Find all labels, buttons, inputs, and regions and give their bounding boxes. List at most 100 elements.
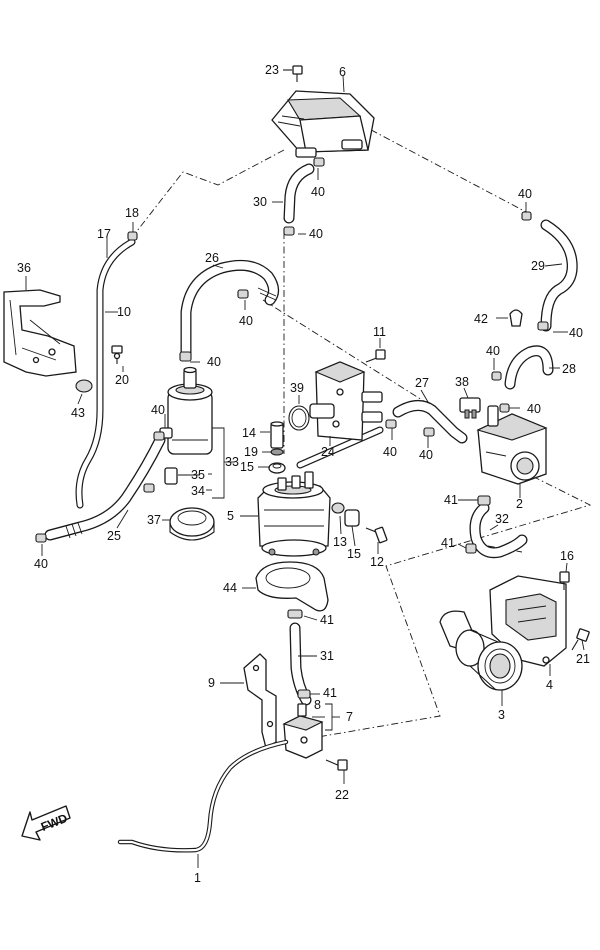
callout-40: 40 [207, 355, 221, 369]
screw-11 [365, 349, 386, 363]
callout-1: 1 [194, 871, 201, 885]
screw-12 [365, 526, 388, 544]
callout-40: 40 [527, 402, 541, 416]
callout-3: 3 [498, 708, 505, 722]
hose-25 [44, 434, 166, 541]
callout-13: 13 [333, 535, 347, 549]
callout-40: 40 [239, 314, 253, 328]
callout-9: 9 [208, 676, 215, 690]
clip-42 [509, 309, 523, 327]
callout-17: 17 [97, 227, 111, 241]
callout-24: 24 [321, 445, 335, 459]
callout-40: 40 [34, 557, 48, 571]
callout-36: 36 [17, 261, 31, 275]
callout-12: 12 [370, 555, 384, 569]
callout-40: 40 [383, 445, 397, 459]
callout-29: 29 [531, 259, 545, 273]
callout-42: 42 [474, 312, 488, 326]
callout-41: 41 [323, 686, 337, 700]
callout-43: 43 [71, 406, 85, 420]
callout-40: 40 [518, 187, 532, 201]
hose-32 [469, 502, 528, 559]
filter-bracket-37 [169, 507, 215, 541]
callout-5: 5 [227, 509, 234, 523]
callout-27: 27 [415, 376, 429, 390]
callout-37: 37 [147, 513, 161, 527]
callout-31: 31 [320, 649, 334, 663]
fuel-pipe-from-pump [296, 426, 384, 469]
callout-44: 44 [223, 581, 237, 595]
hose-30 [283, 163, 315, 224]
callout-38: 38 [455, 375, 469, 389]
callout-18: 18 [125, 206, 139, 220]
callout-19: 19 [244, 445, 258, 459]
callout-32: 32 [495, 512, 509, 526]
callout-40: 40 [419, 448, 433, 462]
callout-41: 41 [441, 536, 455, 550]
callout-23: 23 [265, 63, 279, 77]
pressure-regulator-2 [476, 405, 548, 485]
screw-16-21 [559, 571, 590, 651]
small-parts-13-15-14-19 [268, 421, 360, 527]
sensor-38 [459, 397, 481, 419]
callout-25: 25 [107, 529, 121, 543]
callout-10: 10 [117, 305, 131, 319]
connector-35-34 [164, 467, 200, 485]
fuel-pump-5 [257, 471, 331, 557]
screw-22 [325, 759, 348, 771]
callout-40: 40 [151, 403, 165, 417]
hose-26 [180, 259, 279, 361]
callout-39: 39 [290, 381, 304, 395]
hose-10-17 [75, 238, 136, 509]
hose-clamps [35, 157, 549, 699]
fwd-direction-arrow: FWD [21, 805, 71, 841]
fuel-filter-33 [159, 366, 213, 455]
bracket-36 [3, 289, 77, 377]
callout-15: 15 [347, 547, 361, 561]
callout-40: 40 [311, 185, 325, 199]
bracket-9 [243, 653, 277, 750]
throttle-body-3 [439, 610, 523, 691]
callout-15: 15 [240, 460, 254, 474]
callout-6: 6 [339, 65, 346, 79]
callout-40: 40 [309, 227, 323, 241]
callout-26: 26 [205, 251, 219, 265]
fuel-cooler-24 [309, 361, 383, 441]
callout-14: 14 [242, 426, 256, 440]
callout-8: 8 [314, 698, 321, 712]
callout-21: 21 [576, 652, 590, 666]
callout-35: 35 [191, 468, 205, 482]
hose-28 [504, 345, 554, 390]
callout-30: 30 [253, 195, 267, 209]
fwd-label: FWD [39, 811, 70, 834]
grommet-43 [75, 379, 93, 393]
callout-33: 33 [225, 455, 239, 469]
callout-40: 40 [486, 344, 500, 358]
screw-23 [283, 65, 303, 82]
hose-27 [392, 400, 468, 444]
callout-4: 4 [546, 678, 553, 692]
hose-29 [540, 219, 578, 332]
callout-16: 16 [560, 549, 574, 563]
callout-41: 41 [320, 613, 334, 627]
leader-lines [25, 75, 585, 868]
canister-assembly [271, 90, 375, 158]
callout-28: 28 [562, 362, 576, 376]
screw-20 [111, 345, 123, 364]
gasket-44 [255, 561, 329, 612]
fitting-7 [282, 703, 324, 759]
callout-2: 2 [516, 497, 523, 511]
callout-34: 34 [191, 484, 205, 498]
callout-labels: 23 6 40 30 40 40 18 17 36 26 29 10 40 42… [17, 63, 590, 885]
hose-31 [289, 622, 312, 706]
callout-40: 40 [569, 326, 583, 340]
callout-20: 20 [115, 373, 129, 387]
callout-7: 7 [346, 710, 353, 724]
callout-22: 22 [335, 788, 349, 802]
fuel-line-1 [117, 739, 289, 853]
o-ring-39 [288, 405, 310, 431]
callout-11: 11 [373, 325, 386, 339]
callout-41: 41 [444, 493, 458, 507]
